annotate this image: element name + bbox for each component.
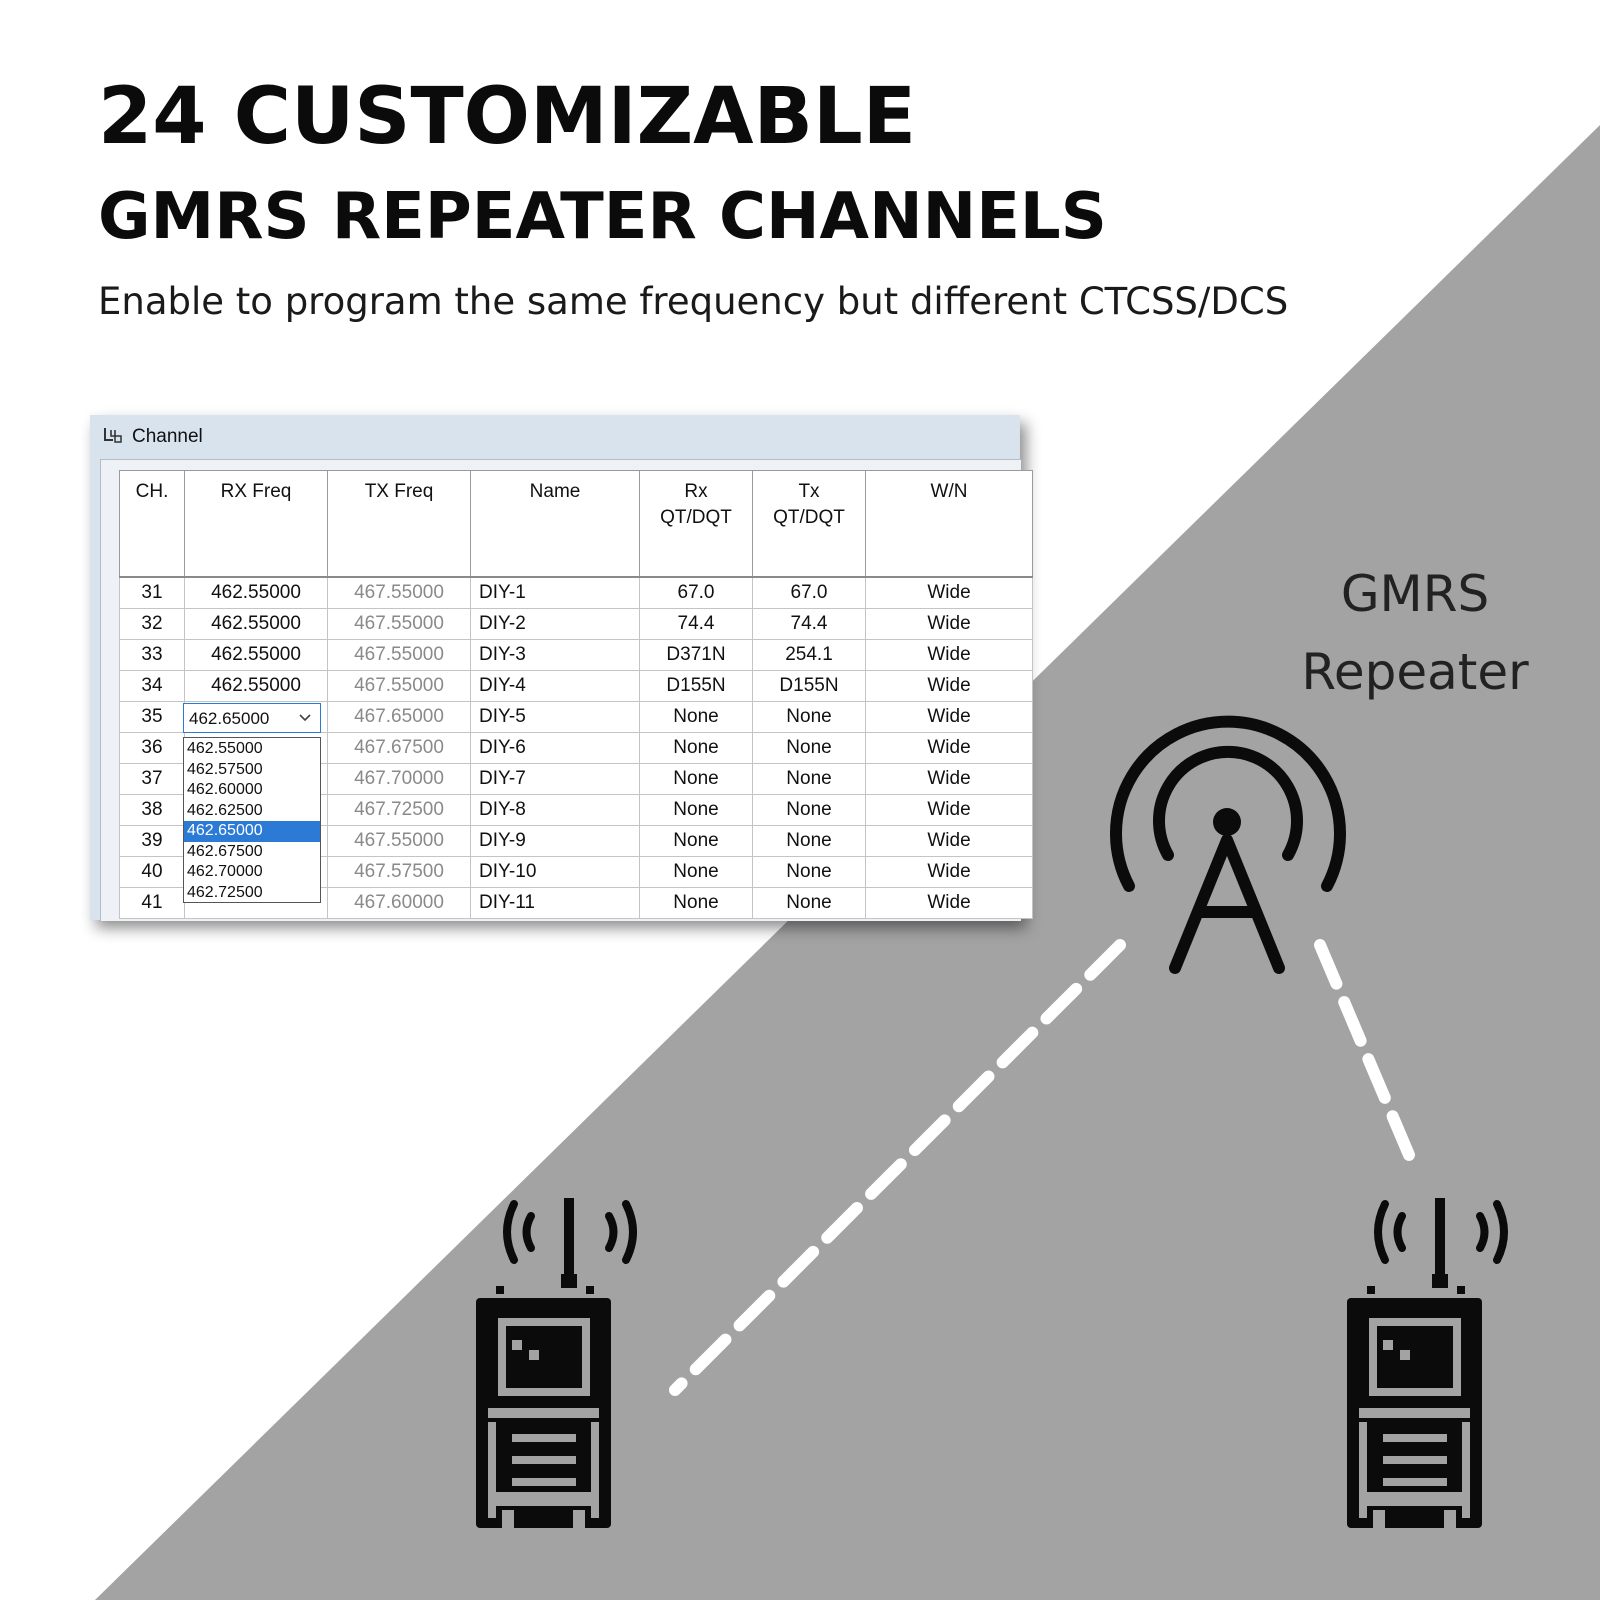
table-cell-tx[interactable]: 467.70000 [327, 763, 471, 795]
table-cell-tx[interactable]: 467.55000 [327, 639, 471, 671]
combobox-value: 462.65000 [189, 709, 270, 728]
column-header[interactable]: Rx QT/DQT [639, 470, 753, 578]
table-cell-tx[interactable]: 467.67500 [327, 732, 471, 764]
table-cell-rxqt[interactable]: D155N [639, 670, 753, 702]
table-cell-wn[interactable]: Wide [865, 763, 1033, 795]
table-cell-tx[interactable]: 467.55000 [327, 825, 471, 857]
table-cell-tx[interactable]: 467.57500 [327, 856, 471, 888]
repeater-label-line-1: GMRS [1340, 565, 1490, 623]
window-titlebar[interactable]: Channel [90, 415, 1020, 457]
window-title: Channel [132, 426, 203, 447]
link-line-left [669, 939, 1126, 1396]
headline-line-1: 24 CUSTOMIZABLE [98, 72, 916, 162]
column-header[interactable]: RX Freq [184, 470, 328, 578]
column-header[interactable]: TX Freq [327, 470, 471, 578]
table-cell-ch[interactable]: 41 [119, 887, 185, 919]
app-icon [104, 428, 122, 443]
table-cell-ch[interactable]: 39 [119, 825, 185, 857]
table-cell-txqt[interactable]: 67.0 [752, 576, 866, 609]
repeater-label-line-2: Repeater [1301, 643, 1529, 701]
repeater-tower-icon [1110, 715, 1346, 974]
dropdown-option[interactable]: 462.60000 [187, 781, 263, 798]
table-cell-ch[interactable]: 35 [119, 701, 185, 733]
table-cell-ch[interactable]: 33 [119, 639, 185, 671]
table-cell-ch[interactable]: 38 [119, 794, 185, 826]
table-cell-name[interactable]: DIY-5 [470, 701, 640, 733]
table-cell-txqt[interactable]: None [752, 763, 866, 795]
table-cell-wn[interactable]: Wide [865, 732, 1033, 764]
table-cell-txqt[interactable]: 254.1 [752, 639, 866, 671]
table-cell-tx[interactable]: 467.55000 [327, 670, 471, 702]
link-line-right [1314, 939, 1418, 1168]
table-cell-rxqt[interactable]: None [639, 794, 753, 826]
column-header[interactable]: W/N [865, 470, 1033, 578]
rx-freq-dropdown-list: 462.55000 462.57500 462.60000 462.62500 462.… [183, 737, 321, 903]
headline-line-2: GMRS REPEATER CHANNELS [98, 180, 1107, 254]
table-cell-rxqt[interactable]: D371N [639, 639, 753, 671]
table-cell-name[interactable]: DIY-1 [470, 576, 640, 609]
table-cell-ch[interactable]: 40 [119, 856, 185, 888]
radio-handset-icon [1347, 1198, 1508, 1528]
table-cell-name[interactable]: DIY-6 [470, 732, 640, 764]
table-cell-rxqt[interactable]: None [639, 856, 753, 888]
table-cell-wn[interactable]: Wide [865, 701, 1033, 733]
table-cell-wn[interactable]: Wide [865, 639, 1033, 671]
table-cell-name[interactable]: DIY-10 [470, 856, 640, 888]
subtitle: Enable to program the same frequency but… [98, 280, 1289, 323]
table-cell-name[interactable]: DIY-7 [470, 763, 640, 795]
dropdown-option[interactable]: 462.65000 [184, 821, 320, 842]
table-cell-txqt[interactable]: 74.4 [752, 608, 866, 640]
dropdown-option[interactable]: 462.72500 [187, 883, 263, 901]
table-cell-tx[interactable]: 467.60000 [327, 887, 471, 919]
radio-handset-icon [476, 1198, 637, 1528]
table-cell-name[interactable]: DIY-11 [470, 887, 640, 919]
dropdown-option[interactable]: 462.62500 [187, 801, 263, 819]
table-cell-txqt[interactable]: D155N [752, 670, 866, 702]
table-cell-txqt[interactable]: None [752, 887, 866, 919]
table-cell-ch[interactable]: 31 [119, 576, 185, 609]
table-cell-name[interactable]: DIY-3 [470, 639, 640, 671]
table-cell-rxqt[interactable]: None [639, 887, 753, 919]
table-cell-tx[interactable]: 467.72500 [327, 794, 471, 826]
column-header[interactable]: CH. [119, 470, 185, 578]
dropdown-option[interactable]: 462.57500 [187, 760, 263, 778]
table-cell-wn[interactable]: Wide [865, 825, 1033, 857]
table-cell-rxqt[interactable]: None [639, 825, 753, 857]
chevron-down-icon[interactable] [298, 710, 312, 724]
table-cell-rx[interactable]: 462.55000 [184, 670, 328, 702]
table-cell-tx[interactable]: 467.55000 [327, 576, 471, 609]
table-cell-txqt[interactable]: None [752, 701, 866, 733]
dropdown-option[interactable]: 462.55000 [187, 740, 263, 757]
table-cell-wn[interactable]: Wide [865, 887, 1033, 919]
table-cell-rx[interactable]: 462.55000 [184, 608, 328, 640]
table-cell-ch[interactable]: 37 [119, 763, 185, 795]
column-header[interactable]: Tx QT/DQT [752, 470, 866, 578]
table-cell-txqt[interactable]: None [752, 794, 866, 826]
table-cell-wn[interactable]: Wide [865, 856, 1033, 888]
dropdown-option[interactable]: 462.70000 [187, 863, 263, 880]
table-cell-rxqt[interactable]: None [639, 732, 753, 764]
table-cell-rx[interactable]: 462.55000 [184, 639, 328, 671]
rx-freq-combobox[interactable]: 462.65000 [183, 703, 321, 733]
column-header[interactable]: Name [470, 470, 640, 578]
table-cell-ch[interactable]: 36 [119, 732, 185, 764]
dropdown-option[interactable]: 462.67500 [187, 842, 263, 860]
